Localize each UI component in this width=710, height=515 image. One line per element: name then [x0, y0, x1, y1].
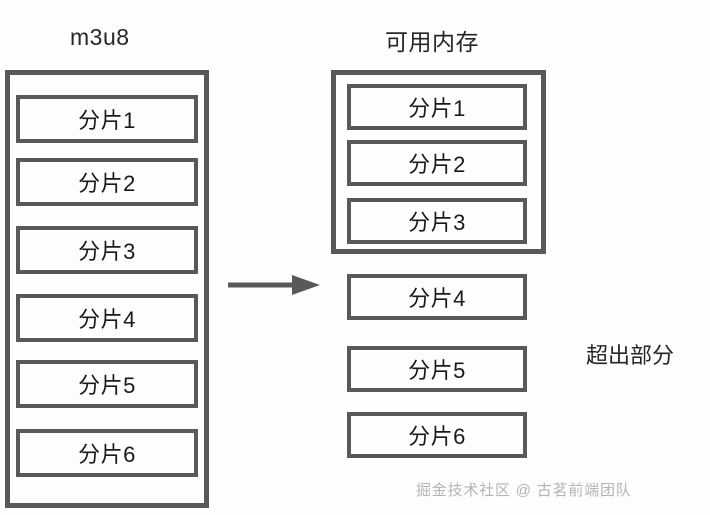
m3u8-segment-3: 分片3 — [16, 226, 198, 274]
m3u8-segment-6: 分片6 — [16, 429, 198, 477]
m3u8-title: m3u8 — [70, 24, 130, 50]
available-memory-title: 可用内存 — [385, 29, 479, 55]
memory-segment-2: 分片2 — [347, 140, 527, 186]
m3u8-segment-5: 分片5 — [16, 360, 198, 408]
overflow-segment-4: 分片4 — [347, 274, 527, 320]
overflow-segment-6: 分片6 — [347, 412, 527, 458]
arrow-right-icon — [228, 275, 320, 295]
overflow-note-label: 超出部分 — [586, 343, 675, 368]
m3u8-segment-2: 分片2 — [16, 158, 198, 206]
memory-segment-1: 分片1 — [347, 84, 527, 130]
m3u8-segment-1: 分片1 — [16, 95, 198, 143]
m3u8-segment-4: 分片4 — [16, 294, 198, 342]
watermark: 掘金技术社区 @ 古茗前端团队 — [416, 482, 632, 499]
memory-segment-3: 分片3 — [347, 198, 527, 244]
overflow-segment-5: 分片5 — [347, 346, 527, 392]
